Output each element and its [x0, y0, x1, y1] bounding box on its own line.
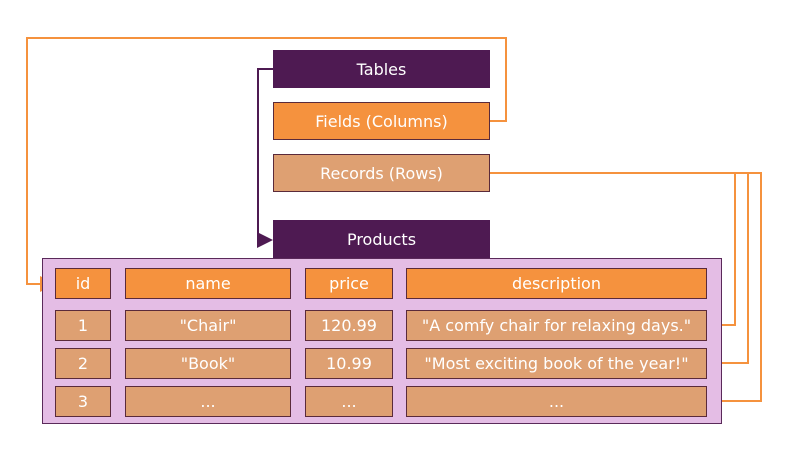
row-3-price-value: ... [341, 392, 357, 411]
row-2-description: "Most exciting book of the year!" [406, 348, 707, 379]
row-1-id: 1 [55, 310, 111, 341]
row-1-name-value: "Chair" [179, 316, 237, 335]
header-cell-price: price [305, 268, 393, 299]
row-2-id-value: 2 [77, 354, 89, 373]
legend-tables: Tables [273, 50, 490, 88]
header-id-label: id [75, 274, 91, 293]
records-to-row-2-arrow [706, 172, 749, 371]
header-description-label: description [512, 274, 601, 293]
row-1-name: "Chair" [125, 310, 291, 341]
tables-to-products-arrow [257, 68, 273, 248]
row-1-id-value: 1 [77, 316, 89, 335]
row-1-description: "A comfy chair for relaxing days." [406, 310, 707, 341]
row-3-name: ... [125, 386, 291, 417]
row-3-description-value: ... [548, 392, 565, 411]
header-cell-name: name [125, 268, 291, 299]
row-3-id: 3 [55, 386, 111, 417]
header-cell-id: id [55, 268, 111, 299]
legend-tables-label: Tables [356, 59, 407, 79]
header-cell-description: description [406, 268, 707, 299]
row-3-id-value: 3 [77, 392, 89, 411]
row-2-price: 10.99 [305, 348, 393, 379]
records-to-row-3-arrow [706, 172, 762, 409]
table-name: Products [273, 220, 490, 259]
row-2-price-value: 10.99 [326, 354, 372, 373]
row-2-name: "Book" [125, 348, 291, 379]
row-1-price: 120.99 [305, 310, 393, 341]
row-2-description-value: "Most exciting book of the year!" [424, 354, 689, 373]
row-1-price-value: 120.99 [321, 316, 377, 335]
row-3-name-value: ... [200, 392, 216, 411]
header-name-label: name [185, 274, 231, 293]
row-3-description: ... [406, 386, 707, 417]
legend-records-label: Records (Rows) [320, 163, 443, 183]
header-price-label: price [329, 274, 369, 293]
legend-fields-label: Fields (Columns) [315, 111, 448, 131]
row-3-price: ... [305, 386, 393, 417]
row-1-description-value: "A comfy chair for relaxing days." [421, 316, 692, 335]
legend-records: Records (Rows) [273, 154, 490, 192]
table-name-label: Products [346, 230, 417, 249]
row-2-name-value: "Book" [180, 354, 236, 373]
row-2-id: 2 [55, 348, 111, 379]
fields-to-header-arrow [26, 37, 507, 292]
legend-fields: Fields (Columns) [273, 102, 490, 140]
